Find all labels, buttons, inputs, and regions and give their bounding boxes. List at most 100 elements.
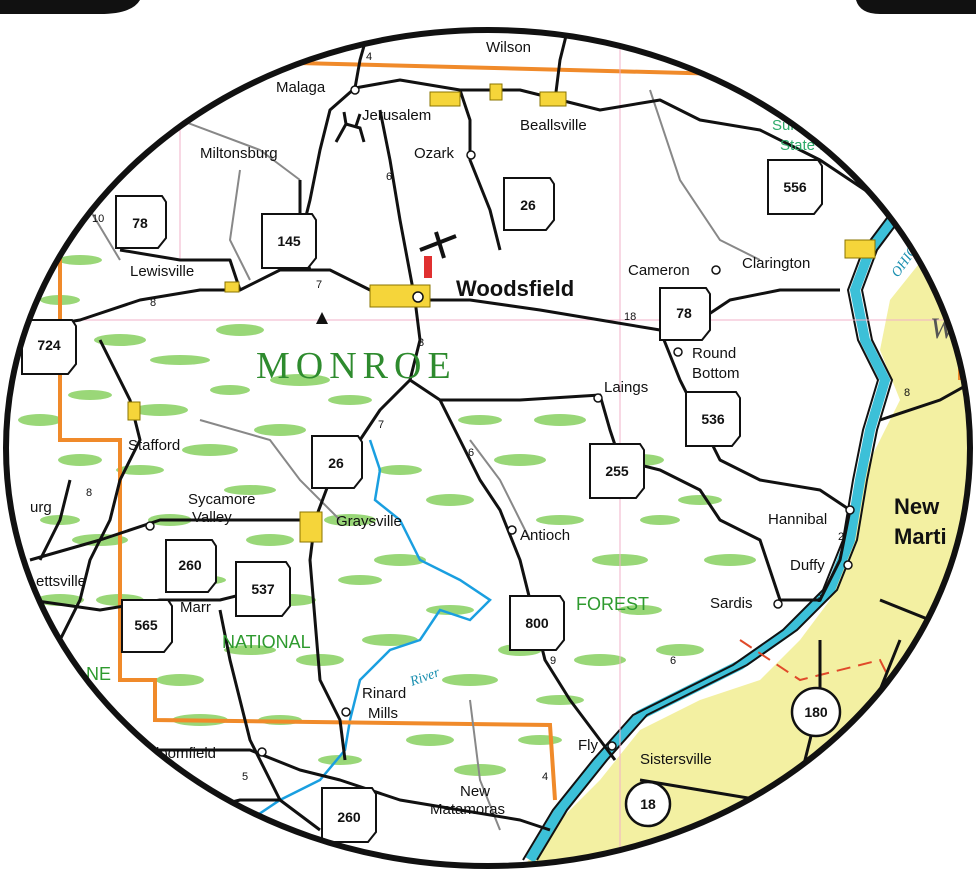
svg-text:3: 3: [418, 337, 424, 349]
svg-text:7: 7: [378, 419, 384, 431]
city-label: New: [894, 494, 940, 519]
city-label: Mills: [368, 705, 398, 722]
city-label: Cameron: [628, 262, 690, 279]
city-label: Duffy: [790, 557, 825, 574]
svg-text:2: 2: [838, 531, 844, 543]
svg-text:5: 5: [242, 771, 248, 783]
svg-text:260: 260: [178, 557, 202, 573]
svg-text:26: 26: [328, 455, 344, 471]
svg-text:4: 4: [542, 771, 548, 783]
svg-text:3: 3: [816, 593, 822, 605]
svg-text:565: 565: [134, 617, 158, 633]
city-label: Sardis: [710, 595, 753, 612]
city-label: Fly: [578, 737, 598, 754]
airport-icon: [419, 231, 457, 278]
city-label: NE: [86, 664, 111, 684]
forest-label: FOREST: [576, 594, 649, 614]
svg-text:18: 18: [640, 796, 656, 812]
city-label: Rinard: [362, 685, 406, 702]
svg-text:145: 145: [277, 233, 301, 249]
city-label: Round: [692, 345, 736, 362]
svg-text:536: 536: [701, 411, 725, 427]
city-label: Marti: [894, 524, 947, 549]
svg-text:8: 8: [86, 487, 92, 499]
svg-text:724: 724: [37, 337, 61, 353]
forest-texture: [18, 255, 756, 776]
svg-text:18: 18: [624, 311, 636, 323]
city-label: Beallsville: [520, 117, 587, 134]
svg-text:4: 4: [366, 51, 372, 63]
route-shield: 260: [165, 539, 217, 593]
svg-text:8: 8: [150, 297, 156, 309]
route-shield: 145: [261, 213, 317, 269]
city-label: Valley: [192, 509, 232, 526]
route-shield: 78: [659, 287, 711, 341]
township-lines: [89, 89, 761, 831]
city-label: Wilson: [486, 39, 531, 56]
route-shield: 536: [685, 391, 741, 447]
route-shield: 724: [21, 319, 77, 375]
route-shield: 255: [589, 443, 645, 499]
svg-text:26: 26: [520, 197, 536, 213]
route-shield-circle: 18: [624, 780, 672, 828]
route-shield: 26: [503, 177, 555, 231]
city-label: Clarington: [742, 255, 810, 272]
svg-text:800: 800: [525, 615, 549, 631]
svg-text:7: 7: [316, 279, 322, 291]
route-shield: 565: [121, 599, 173, 653]
city-label: loomfield: [156, 745, 216, 762]
svg-text:6: 6: [670, 655, 676, 667]
town-markers: [145, 85, 855, 757]
route-shield: 800: [509, 595, 565, 651]
svg-text:10: 10: [92, 213, 104, 225]
deer-icon: [334, 111, 366, 143]
city-label: Miltonsburg: [200, 145, 278, 162]
city-label: Lewisville: [130, 263, 194, 280]
svg-text:78: 78: [676, 305, 692, 321]
city-label: Ozark: [414, 145, 455, 162]
corner-tab-left: [0, 0, 140, 14]
svg-text:78: 78: [132, 215, 148, 231]
svg-text:6: 6: [386, 171, 392, 183]
route-numbers: 4 10 6 7 8 18 3 7 6 8 8 2 3 6 9 5 4: [86, 51, 910, 783]
city-label: Hannibal: [768, 511, 827, 528]
national-forest-label: NATIONAL: [222, 632, 311, 652]
city-label: New: [460, 783, 490, 800]
city-label: Woodsfield: [456, 276, 574, 301]
city-label: Matamoras: [430, 801, 505, 818]
city-label: Stafford: [128, 437, 180, 454]
roads: [19, 30, 881, 832]
route-shield: 537: [235, 561, 291, 617]
city-label: ettsville: [36, 573, 86, 590]
city-label: Graysville: [336, 513, 402, 530]
oval-frame: [3, 27, 973, 869]
svg-text:255: 255: [605, 463, 629, 479]
svg-text:8: 8: [904, 387, 910, 399]
corner-tab-right: [856, 0, 976, 14]
route-shield: 26: [311, 435, 363, 489]
route-shields: 26 556 78 145 78 724: [21, 159, 842, 843]
city-label: Sistersville: [640, 751, 712, 768]
peak-icon: [316, 312, 328, 324]
county-label: MONROE: [256, 345, 457, 387]
city-label: Jerusalem: [362, 107, 431, 124]
city-labels: Wilson Malaga Jerusalem Beallsville Milt…: [30, 39, 947, 818]
city-label: Antioch: [520, 527, 570, 544]
little-river: [249, 439, 492, 822]
route-shield-circle: 180: [790, 686, 842, 738]
city-label: Sycamore: [188, 491, 256, 508]
route-shield: 78: [115, 195, 167, 249]
city-label: Laings: [604, 379, 648, 396]
city-label: Bottom: [692, 365, 740, 382]
svg-text:6: 6: [468, 447, 474, 459]
route-shield: 260: [321, 787, 377, 843]
town-areas: [127, 83, 876, 543]
svg-text:9: 9: [550, 655, 556, 667]
svg-text:556: 556: [783, 179, 807, 195]
city-label: Malaga: [276, 79, 326, 96]
svg-text:537: 537: [251, 581, 275, 597]
svg-text:180: 180: [804, 704, 828, 720]
city-label: Marr: [180, 599, 211, 616]
city-label: urg: [30, 499, 52, 516]
